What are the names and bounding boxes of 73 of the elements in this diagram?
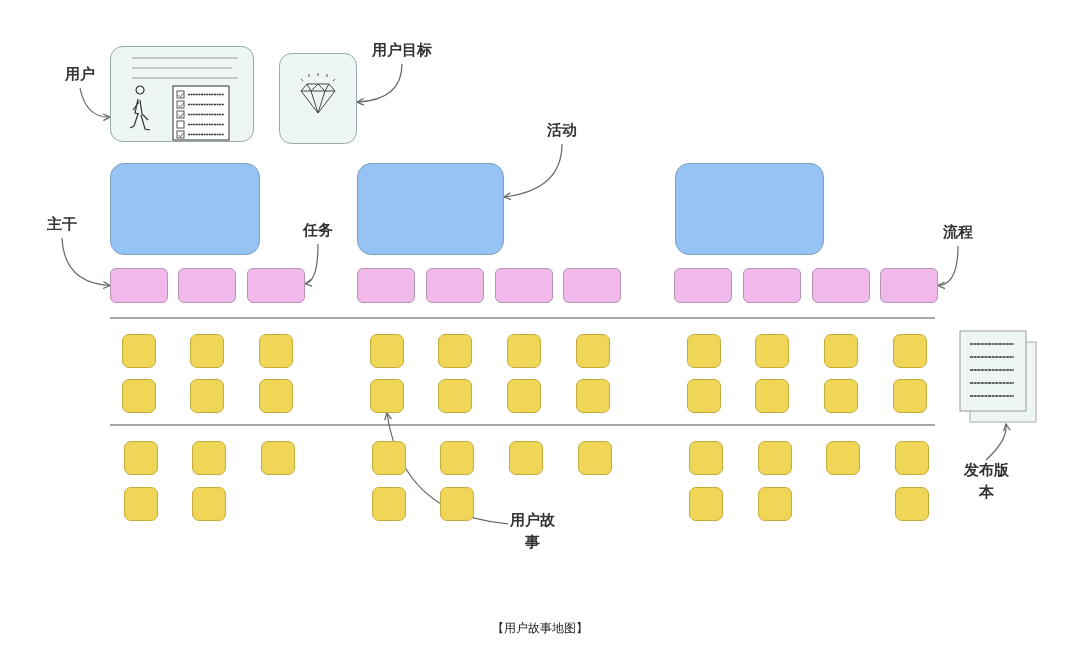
activity-box [675, 163, 824, 255]
story-card [824, 334, 858, 368]
task-box [178, 268, 236, 303]
story-card [755, 334, 789, 368]
story-card [192, 441, 226, 475]
story-card [370, 379, 404, 413]
leader-line [503, 143, 563, 200]
story-card [124, 441, 158, 475]
story-card [440, 487, 474, 521]
persona-card-drawing [110, 46, 254, 142]
story-card [507, 379, 541, 413]
story-card [190, 334, 224, 368]
story-card [438, 334, 472, 368]
story-card [578, 441, 612, 475]
story-card [826, 441, 860, 475]
leader-line [985, 423, 1011, 461]
callout-label: 活动 [546, 120, 578, 141]
story-card [893, 334, 927, 368]
story-card [576, 379, 610, 413]
story-card [372, 487, 406, 521]
story-card [440, 441, 474, 475]
leader-line [61, 237, 111, 289]
activity-box [357, 163, 504, 255]
story-card [259, 379, 293, 413]
leader-line [356, 63, 403, 106]
story-card [687, 379, 721, 413]
callout-label: 用户故事 [508, 510, 556, 553]
task-box [674, 268, 732, 303]
activity-box [110, 163, 260, 255]
story-card [755, 379, 789, 413]
story-card [192, 487, 226, 521]
story-card [122, 379, 156, 413]
story-card [758, 441, 792, 475]
story-card [895, 487, 929, 521]
story-card [689, 441, 723, 475]
task-box [812, 268, 870, 303]
task-box [743, 268, 801, 303]
story-card [687, 334, 721, 368]
story-card [370, 334, 404, 368]
callout-label: 用户目标 [371, 40, 433, 61]
callout-label: 用户 [64, 64, 96, 85]
story-card [507, 334, 541, 368]
task-box [426, 268, 484, 303]
task-box [563, 268, 621, 303]
story-card [438, 379, 472, 413]
caption: 【用户故事地图】 [491, 620, 589, 637]
callout-label: 主干 [46, 214, 78, 235]
leader-line [79, 87, 111, 121]
task-box [110, 268, 168, 303]
story-card [895, 441, 929, 475]
story-card [576, 334, 610, 368]
task-box [495, 268, 553, 303]
story-card [689, 487, 723, 521]
callout-label: 发布版本 [962, 460, 1010, 503]
story-card [190, 379, 224, 413]
story-card [259, 334, 293, 368]
leader-line [937, 245, 959, 289]
callout-label: 流程 [942, 222, 974, 243]
task-box [357, 268, 415, 303]
story-card [261, 441, 295, 475]
task-box [247, 268, 305, 303]
story-card [372, 441, 406, 475]
story-card [824, 379, 858, 413]
story-card [758, 487, 792, 521]
callout-label: 任务 [302, 220, 334, 241]
story-card [122, 334, 156, 368]
story-card [893, 379, 927, 413]
leader-line [304, 243, 319, 286]
document-stack-drawing [958, 330, 1038, 424]
story-card [124, 487, 158, 521]
story-card [509, 441, 543, 475]
diamond-card-drawing [279, 53, 357, 144]
task-box [880, 268, 938, 303]
